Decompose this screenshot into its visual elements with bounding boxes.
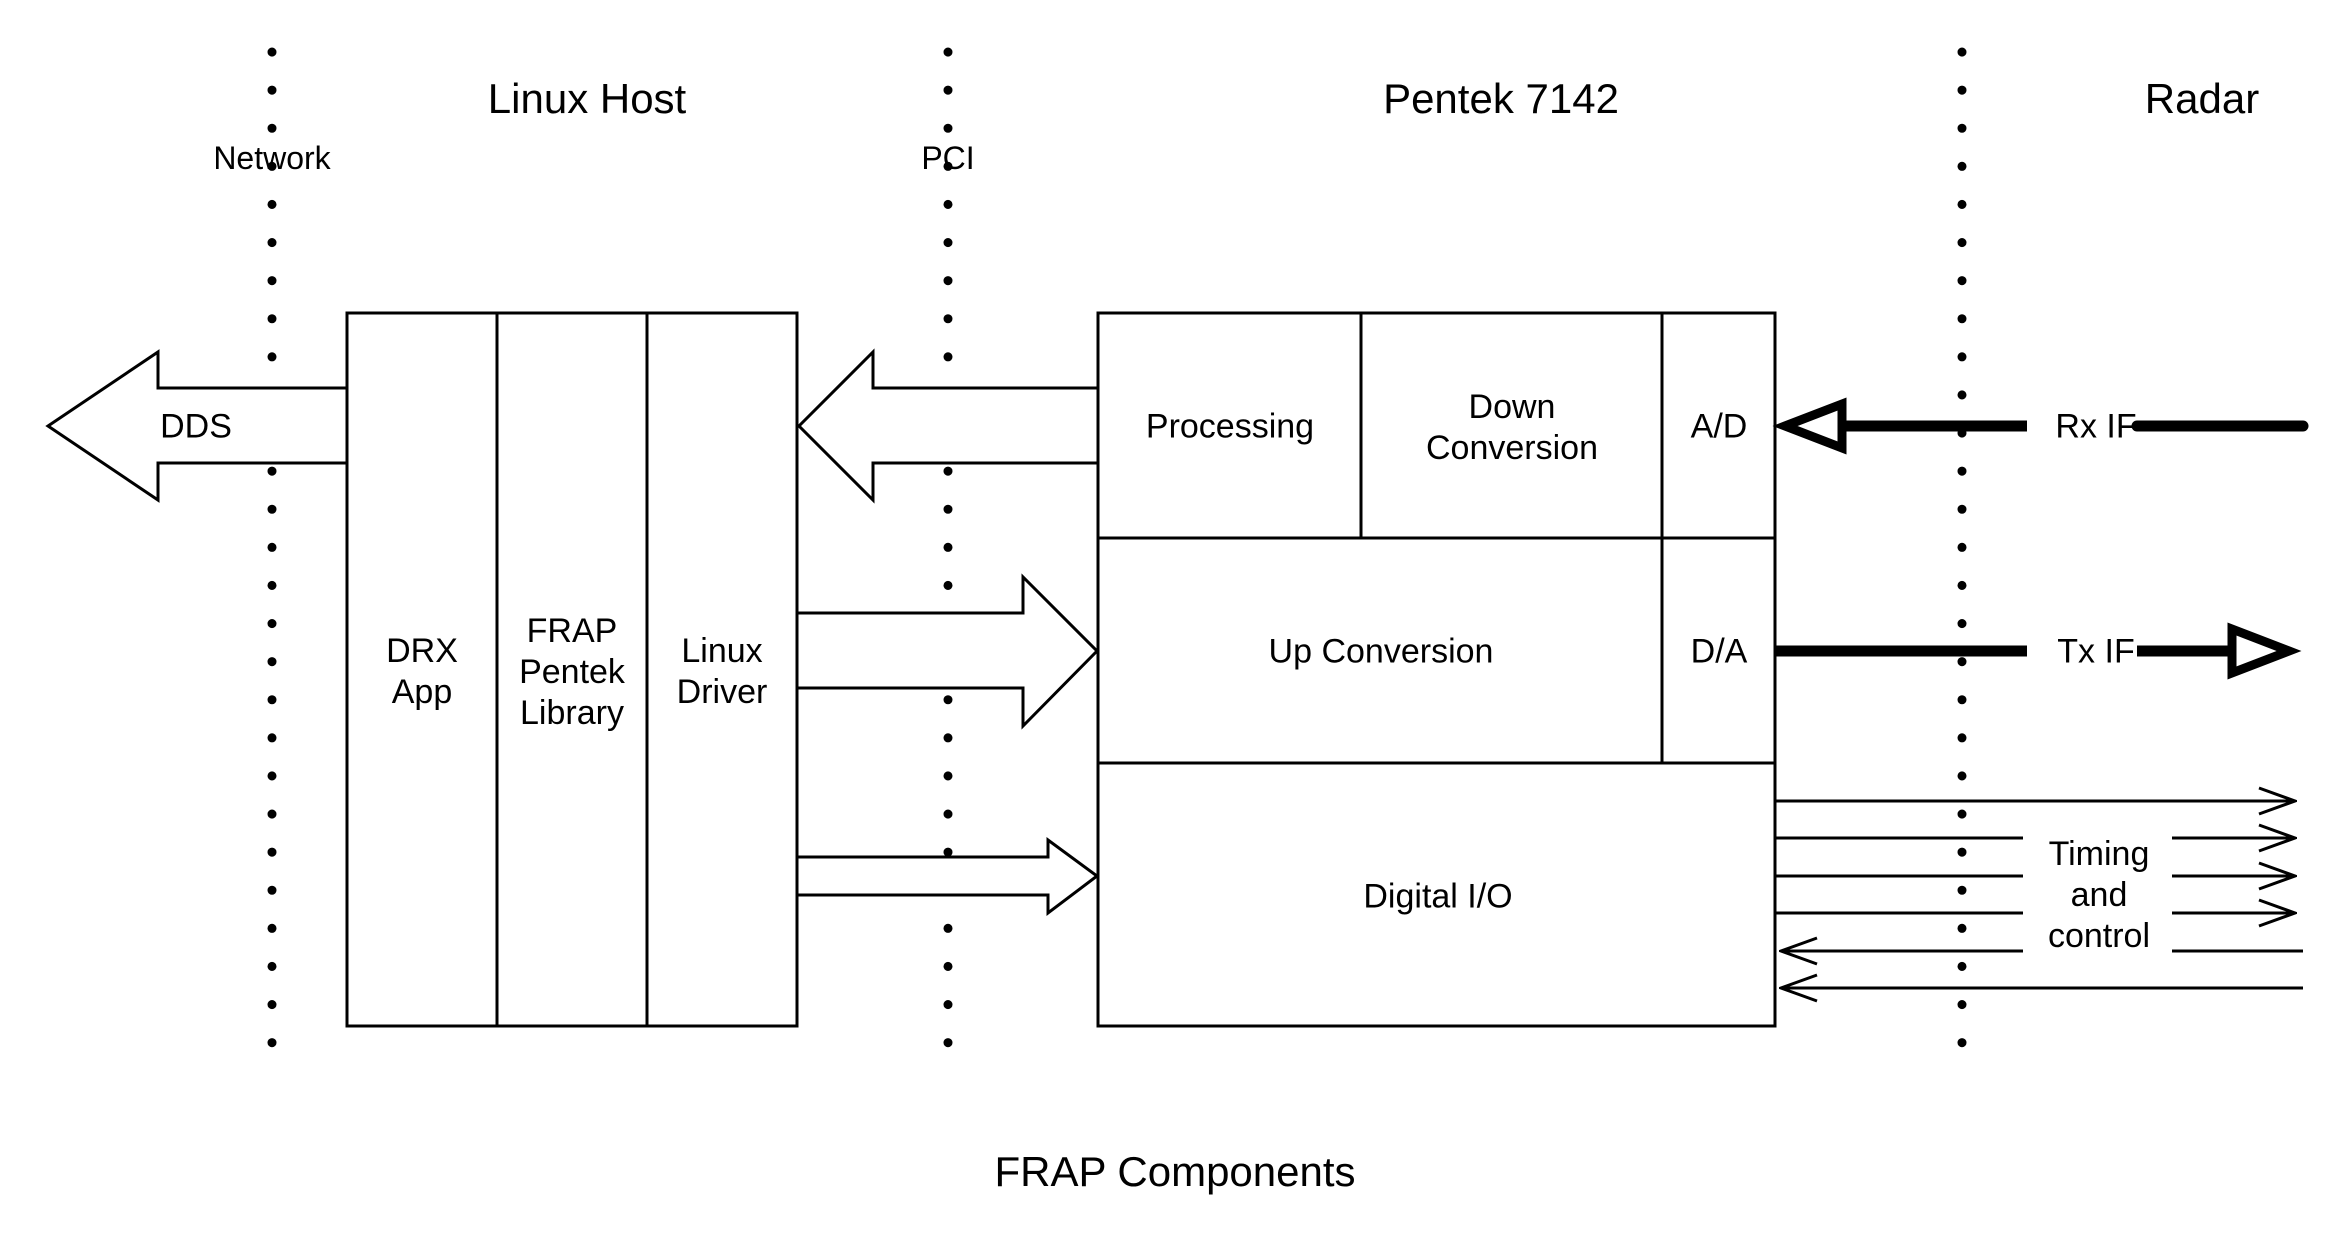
dds-label: DDS xyxy=(160,407,232,446)
digital-io-block xyxy=(1096,761,1777,1028)
drx-app-label: DRX App xyxy=(386,632,458,711)
rx-if-arrow xyxy=(1772,397,2309,455)
ad-block xyxy=(1660,311,1777,540)
down-conversion-label: Down Conversion xyxy=(1426,388,1598,467)
ad-label: A/D xyxy=(1690,407,1748,446)
linux-host-header: Linux Host xyxy=(487,74,687,122)
tx-if-arrow xyxy=(1775,622,2302,680)
da-label: D/A xyxy=(1690,632,1748,671)
driver-to-digital-io-arrow xyxy=(795,837,1100,917)
linux-driver-label: Linux Driver xyxy=(676,632,768,711)
drx-app-block xyxy=(345,311,499,1028)
pentek-header: Pentek 7142 xyxy=(1383,74,1619,122)
up-conversion-label: Up Conversion xyxy=(1268,632,1494,671)
dds-arrow xyxy=(45,349,349,503)
network-boundary-label: Network xyxy=(213,139,331,176)
pci-boundary-label: PCI xyxy=(921,139,975,176)
diagram-caption: FRAP Components xyxy=(994,1147,1356,1195)
digital-io-label: Digital I/O xyxy=(1363,877,1513,916)
frap-library-block xyxy=(495,311,649,1028)
tx-if-label: Tx IF xyxy=(2057,632,2135,671)
rx-if-label: Rx IF xyxy=(2055,407,2137,446)
frap-library-label: FRAP Pentek Library xyxy=(519,611,625,732)
radar-header: Radar xyxy=(2144,74,2260,122)
driver-to-upconversion-arrow xyxy=(795,573,1100,730)
linux-driver-block xyxy=(645,311,799,1028)
pentek-to-driver-arrow xyxy=(796,348,1100,504)
processing-label: Processing xyxy=(1145,407,1315,446)
timing-control-label: Timing and control xyxy=(2047,834,2151,955)
